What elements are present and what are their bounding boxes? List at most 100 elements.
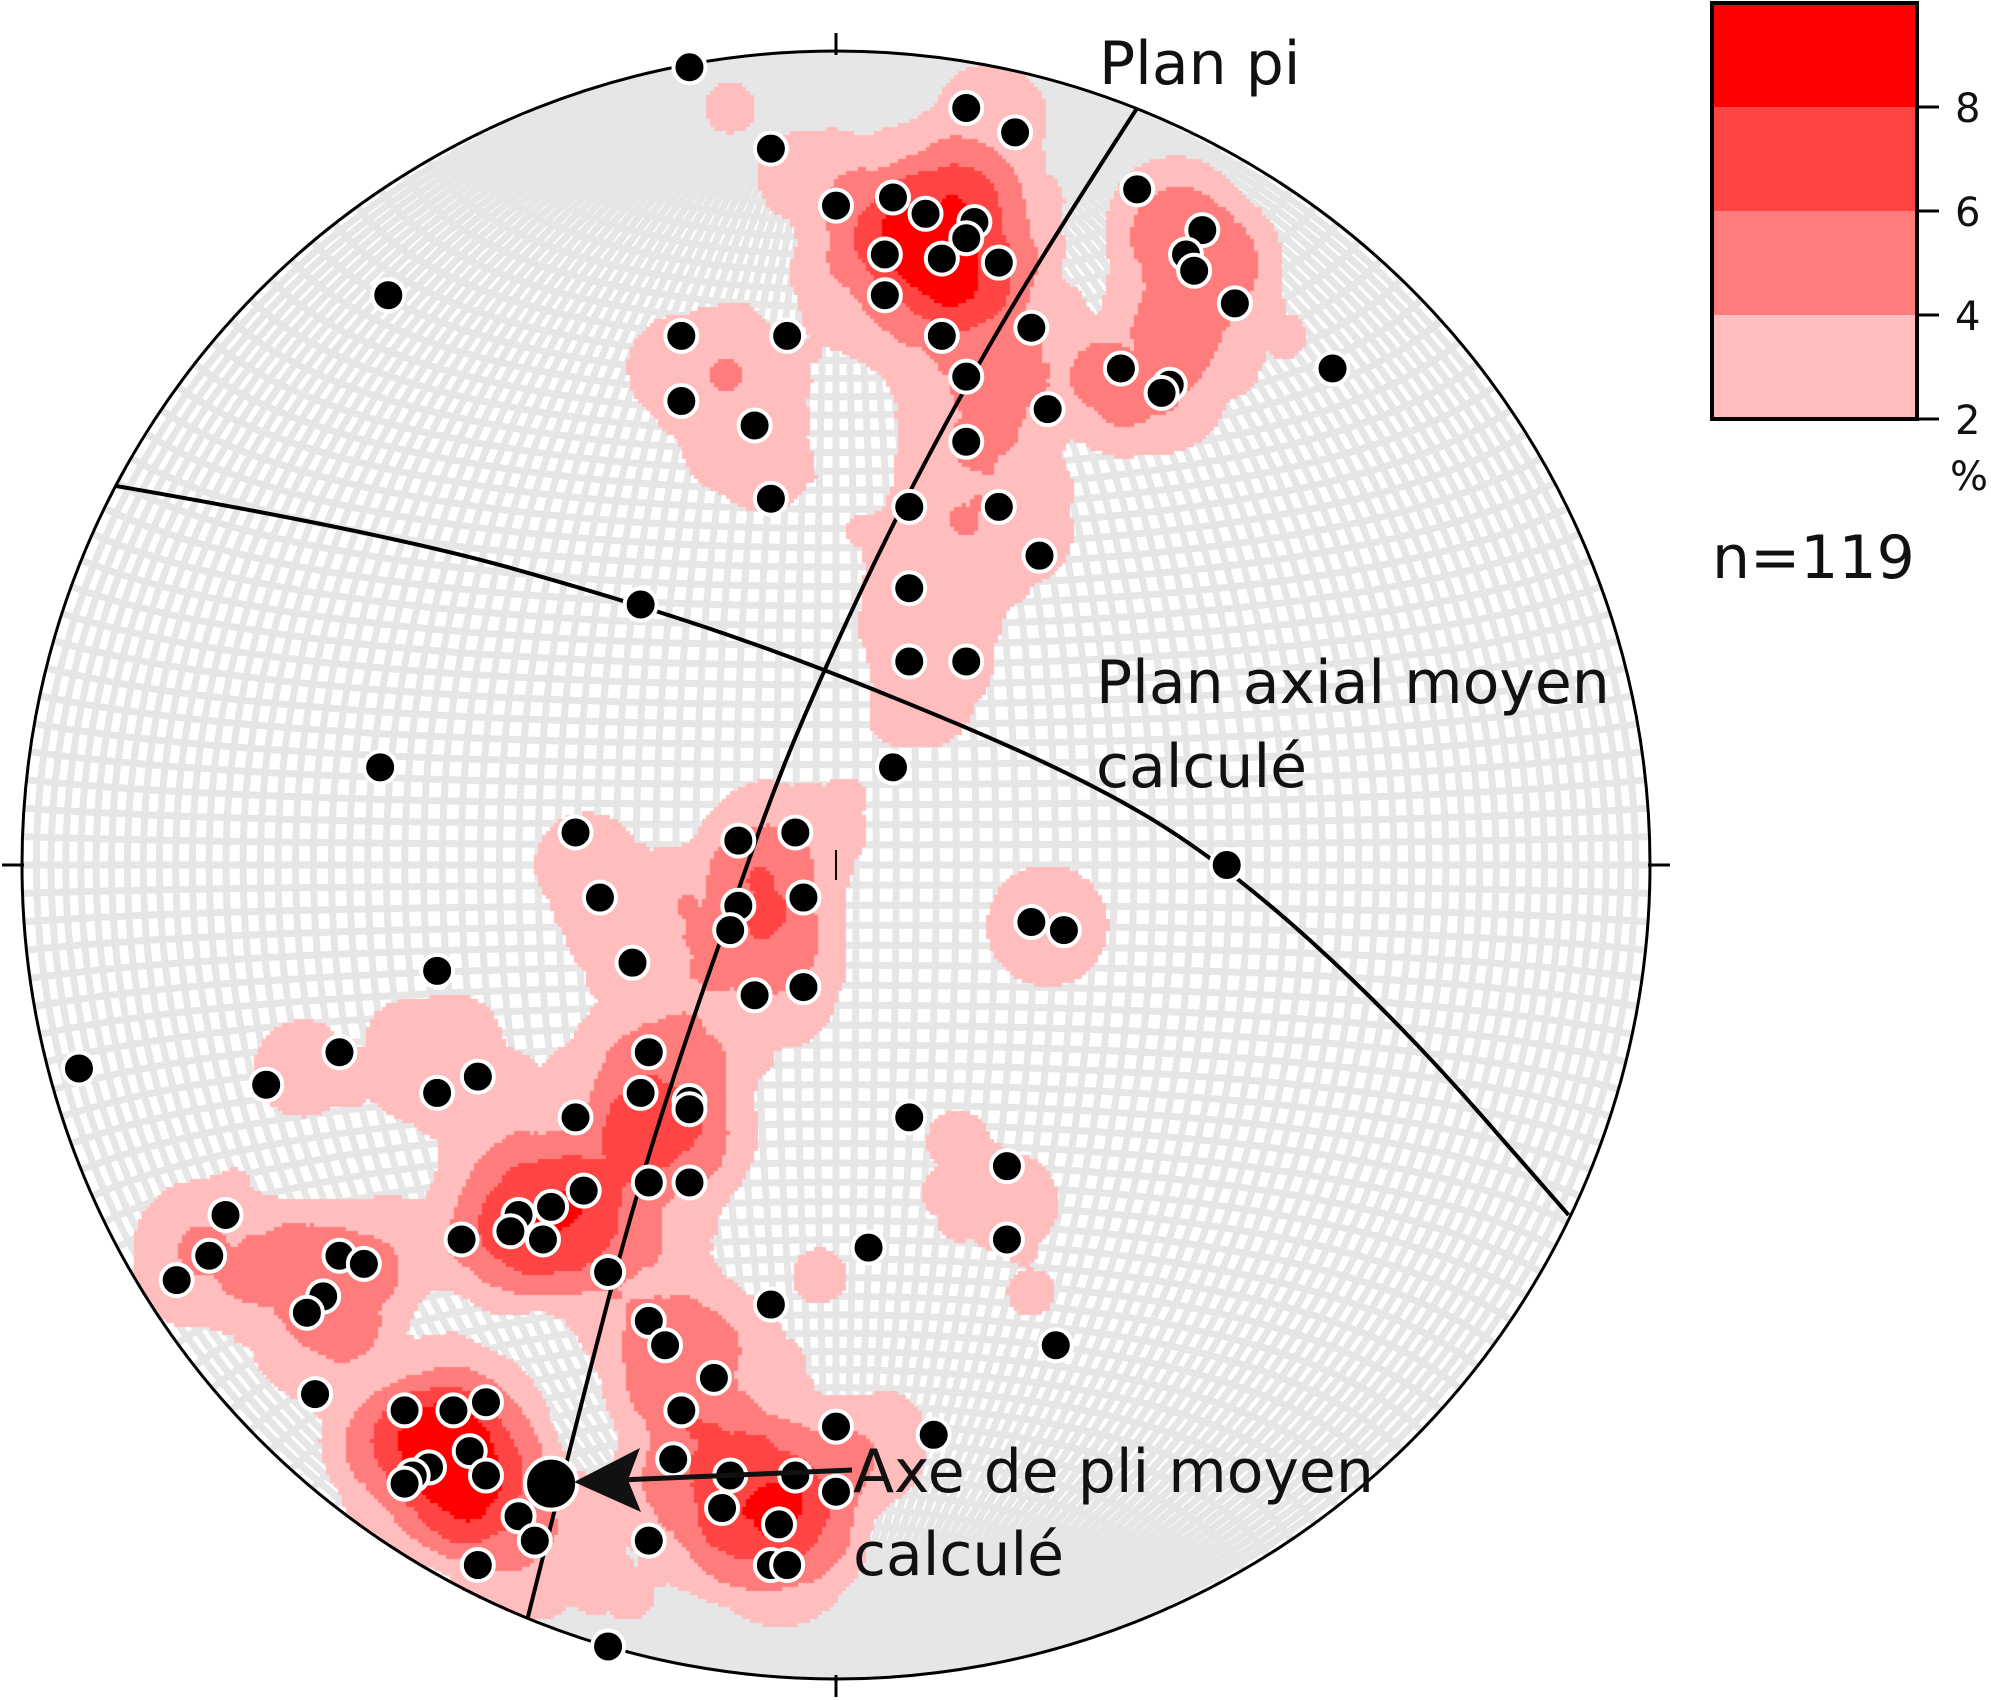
data-point — [622, 1074, 659, 1111]
arrow-shaft — [619, 1467, 853, 1483]
data-point — [459, 1547, 496, 1584]
data-point — [695, 1359, 732, 1396]
data-point — [630, 1034, 667, 1071]
data-point — [891, 488, 928, 525]
data-point — [948, 423, 985, 460]
data-point — [874, 749, 911, 786]
data-point — [533, 1188, 570, 1225]
data-point — [655, 1441, 692, 1478]
data-point — [248, 1066, 285, 1103]
legend-tick-label: 4 — [1955, 294, 1980, 340]
data-point — [581, 879, 618, 916]
data-point — [891, 1099, 928, 1136]
data-point — [435, 1392, 472, 1429]
data-point — [459, 1058, 496, 1095]
data-point — [818, 187, 854, 224]
data-point — [891, 570, 928, 607]
data-point — [915, 1416, 952, 1453]
data-point — [191, 1237, 228, 1274]
legend-tick-label: 6 — [1955, 190, 1980, 236]
label-axial-plane-2: calculé — [1096, 732, 1307, 802]
data-point — [980, 488, 1017, 525]
sample-count: n=119 — [1712, 523, 1915, 593]
data-point — [370, 277, 407, 314]
data-point — [874, 179, 911, 216]
legend-swatch-4-6 — [1712, 211, 1917, 315]
data-point — [1184, 212, 1221, 249]
arrow-head-icon — [574, 1448, 641, 1512]
data-point — [948, 643, 985, 680]
data-point — [948, 358, 985, 395]
data-point — [907, 195, 944, 232]
data-point — [297, 1376, 334, 1413]
data-point — [752, 1286, 789, 1323]
mean-fold-axis-point — [523, 1455, 580, 1512]
legend-unit: % — [1950, 454, 1988, 500]
data-point — [761, 1506, 798, 1543]
data-point — [1176, 252, 1213, 289]
data-point — [752, 480, 789, 517]
data-point — [663, 1392, 700, 1429]
data-point — [866, 277, 903, 314]
data-point — [948, 220, 985, 257]
data-point — [321, 1034, 358, 1071]
data-point — [1045, 912, 1082, 949]
data-point — [818, 1473, 854, 1510]
data-point — [988, 1221, 1025, 1258]
data-point — [590, 1254, 627, 1290]
data-point — [850, 1229, 887, 1266]
data-point — [500, 1498, 537, 1535]
data-point — [565, 1172, 602, 1209]
data-point — [663, 317, 700, 354]
data-point — [769, 317, 806, 354]
data-point — [769, 1547, 806, 1584]
data-points — [60, 49, 1351, 1665]
label-fold-axis-2: calculé — [853, 1520, 1064, 1590]
data-point — [866, 236, 903, 273]
data-point — [923, 317, 960, 354]
data-point — [736, 977, 773, 1014]
data-point — [777, 814, 814, 851]
data-point — [419, 1074, 456, 1111]
legend: 8 6 4 2 % n=119 — [1710, 1, 1988, 593]
data-point — [752, 130, 789, 167]
data-point — [443, 1221, 480, 1258]
data-point — [777, 1457, 814, 1494]
data-point — [948, 89, 985, 126]
data-point — [467, 1384, 504, 1421]
data-point — [891, 643, 928, 680]
data-point — [1216, 285, 1253, 322]
data-point — [663, 383, 700, 420]
data-point — [1119, 171, 1156, 208]
data-point — [988, 1148, 1025, 1185]
data-point — [785, 969, 822, 1006]
data-point — [207, 1197, 244, 1234]
label-axial-plane-1: Plan axial moyen — [1096, 648, 1610, 718]
data-point — [630, 1302, 667, 1339]
label-fold-axis-1: Axe de pli moyen — [853, 1437, 1374, 1507]
data-point — [1029, 391, 1066, 428]
data-point — [1037, 1327, 1074, 1364]
data-point — [712, 912, 749, 949]
data-point — [1013, 903, 1050, 940]
legend-tick-label: 2 — [1955, 398, 1980, 444]
data-point — [158, 1262, 195, 1299]
great-circle-plan-pi — [524, 106, 1139, 1623]
data-point — [997, 114, 1034, 151]
data-point — [704, 1490, 741, 1527]
data-point — [818, 1408, 854, 1445]
data-point — [720, 822, 757, 859]
data-point — [614, 944, 651, 981]
data-point — [923, 240, 960, 277]
great-circle-axial-plane — [94, 480, 1571, 1217]
legend-tick-label: 8 — [1955, 86, 1980, 132]
axis-ticks — [2, 33, 1670, 1697]
legend-swatch-8-10 — [1712, 3, 1917, 107]
data-point — [622, 586, 659, 623]
data-point — [671, 1164, 708, 1201]
data-point — [630, 1164, 667, 1201]
data-point — [524, 1221, 561, 1258]
